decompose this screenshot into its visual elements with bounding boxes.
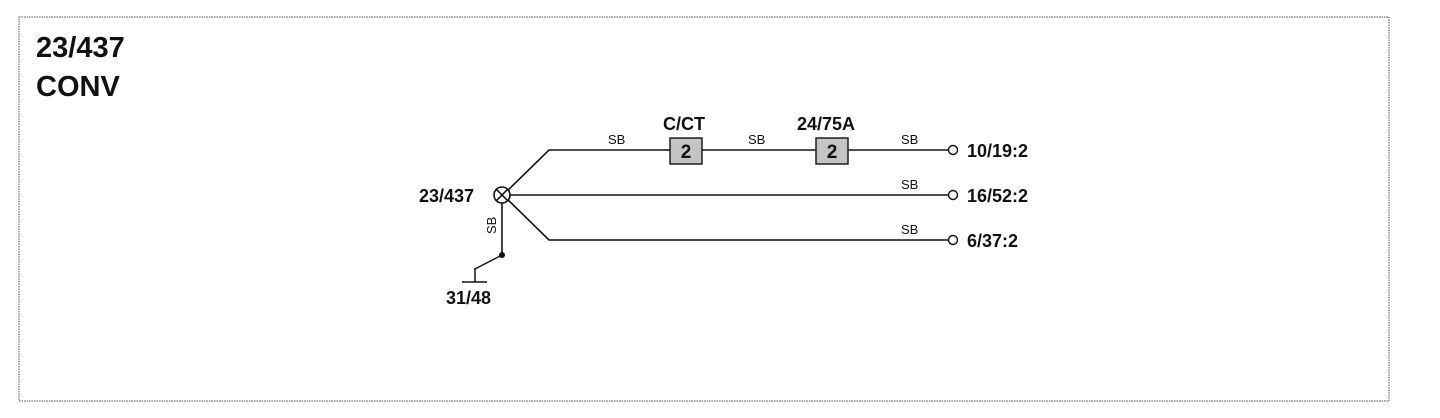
terminal-label-middle: 16/52:2 (967, 186, 1028, 206)
ground-switch-icon (462, 252, 505, 283)
terminal-top-icon (947, 144, 959, 156)
wire-color-label-top-3: SB (901, 132, 918, 147)
wire-color-label-middle: SB (901, 177, 918, 192)
connector-cct-box (669, 137, 703, 165)
terminal-bottom-icon (947, 234, 959, 246)
wire-color-label-ground: SB (484, 217, 499, 234)
connector-label-24-75a: 24/75A (797, 114, 855, 134)
wire-color-label-bottom: SB (901, 222, 918, 237)
splice-label: 23/437 (419, 186, 474, 206)
terminal-label-top: 10/19:2 (967, 141, 1028, 161)
connector-cct-pin: 2 (681, 142, 692, 163)
diagram-title-code: 23/437 (36, 32, 125, 64)
wire-bottom (502, 194, 948, 241)
connector-24-75a-pin: 2 (827, 142, 838, 163)
diagram-frame (18, 16, 1390, 402)
terminal-label-bottom: 6/37:2 (967, 231, 1018, 251)
wire-color-label-top-2: SB (748, 132, 765, 147)
splice-junction-icon (493, 186, 511, 204)
wire-color-label-top-1: SB (608, 132, 625, 147)
connector-24-75a-box (815, 137, 849, 165)
diagram-title-system: CONV (36, 71, 120, 103)
terminal-middle-icon (947, 189, 959, 201)
connector-label-cct: C/CT (663, 114, 705, 134)
wire-top-segment-1 (502, 149, 670, 196)
ground-label: 31/48 (446, 288, 491, 308)
